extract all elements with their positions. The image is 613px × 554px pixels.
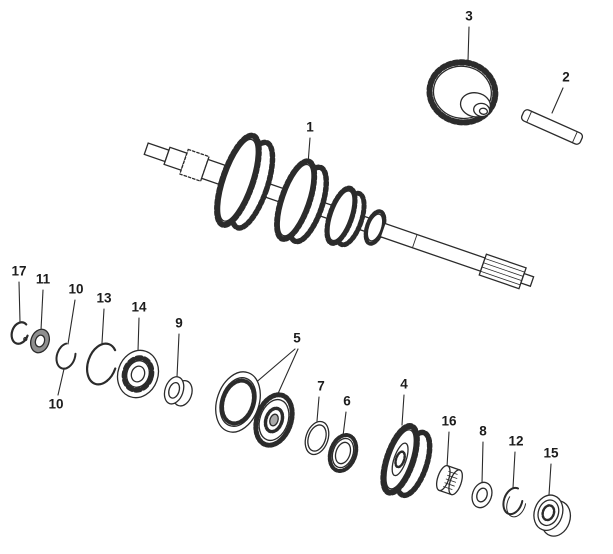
callout-3[interactable]: 3 bbox=[465, 8, 473, 24]
part-drawing-10-snap-ring bbox=[55, 342, 77, 370]
part-drawing-17-snap-ring bbox=[10, 321, 30, 345]
part-drawing-1-mainshaft bbox=[143, 132, 535, 290]
callout-10-upper[interactable]: 10 bbox=[68, 281, 84, 297]
part-drawing-11-washer bbox=[29, 328, 51, 354]
callout-12[interactable]: 12 bbox=[508, 433, 524, 449]
part-drawing-15-ball-bearing bbox=[533, 494, 572, 537]
part-drawing-14-ball-bearing bbox=[116, 349, 160, 399]
part-drawing-7-ring bbox=[304, 420, 330, 456]
leader-lines bbox=[18, 26, 564, 496]
callout-17[interactable]: 17 bbox=[11, 263, 27, 279]
callout-6[interactable]: 6 bbox=[343, 393, 351, 409]
part-drawing-9-collar bbox=[163, 376, 193, 407]
callout-9[interactable]: 9 bbox=[175, 315, 183, 331]
part-drawing-13-set-ring bbox=[86, 342, 118, 386]
callout-1[interactable]: 1 bbox=[306, 119, 314, 135]
callout-16[interactable]: 16 bbox=[441, 413, 457, 429]
callout-7[interactable]: 7 bbox=[317, 378, 325, 394]
callout-11[interactable]: 11 bbox=[35, 271, 51, 287]
part-drawing-5-synchro-sleeve bbox=[215, 371, 261, 433]
part-drawing-4-gear bbox=[380, 422, 433, 499]
part-drawing-12-ring bbox=[502, 486, 527, 518]
callout-15[interactable]: 15 bbox=[543, 445, 559, 461]
callout-10-lower[interactable]: 10 bbox=[48, 396, 64, 412]
callout-8[interactable]: 8 bbox=[479, 423, 487, 439]
part-drawing-8-washer bbox=[471, 481, 493, 509]
part-drawing-5-synchro-hub bbox=[253, 392, 295, 448]
part-drawing-3-gear bbox=[426, 59, 499, 126]
callout-14[interactable]: 14 bbox=[131, 299, 147, 315]
callout-2[interactable]: 2 bbox=[562, 69, 570, 85]
callout-4[interactable]: 4 bbox=[400, 376, 408, 392]
part-drawing-2-pin bbox=[520, 109, 584, 145]
callout-13[interactable]: 13 bbox=[96, 290, 112, 306]
part-drawing-6-synchro-ring bbox=[327, 433, 359, 473]
callout-5[interactable]: 5 bbox=[293, 330, 301, 346]
part-drawing-16-needle-bearing bbox=[435, 464, 463, 496]
